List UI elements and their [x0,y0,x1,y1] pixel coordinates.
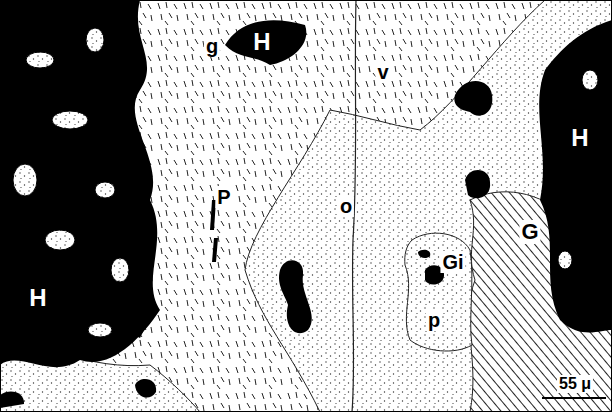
scale-label: 55 μ [557,375,593,393]
mineral-label: o [338,195,354,217]
mineral-label: H [569,125,590,151]
mineral-label: H [27,285,48,311]
mineral-label: H [251,29,272,55]
mineral-label: G [519,220,540,244]
mineral-label: p [426,309,442,331]
mineral-label: P [215,186,232,208]
mineral-label: Gi [440,251,465,273]
mineral-label: g [204,35,220,57]
mineral-label: v [375,61,390,83]
